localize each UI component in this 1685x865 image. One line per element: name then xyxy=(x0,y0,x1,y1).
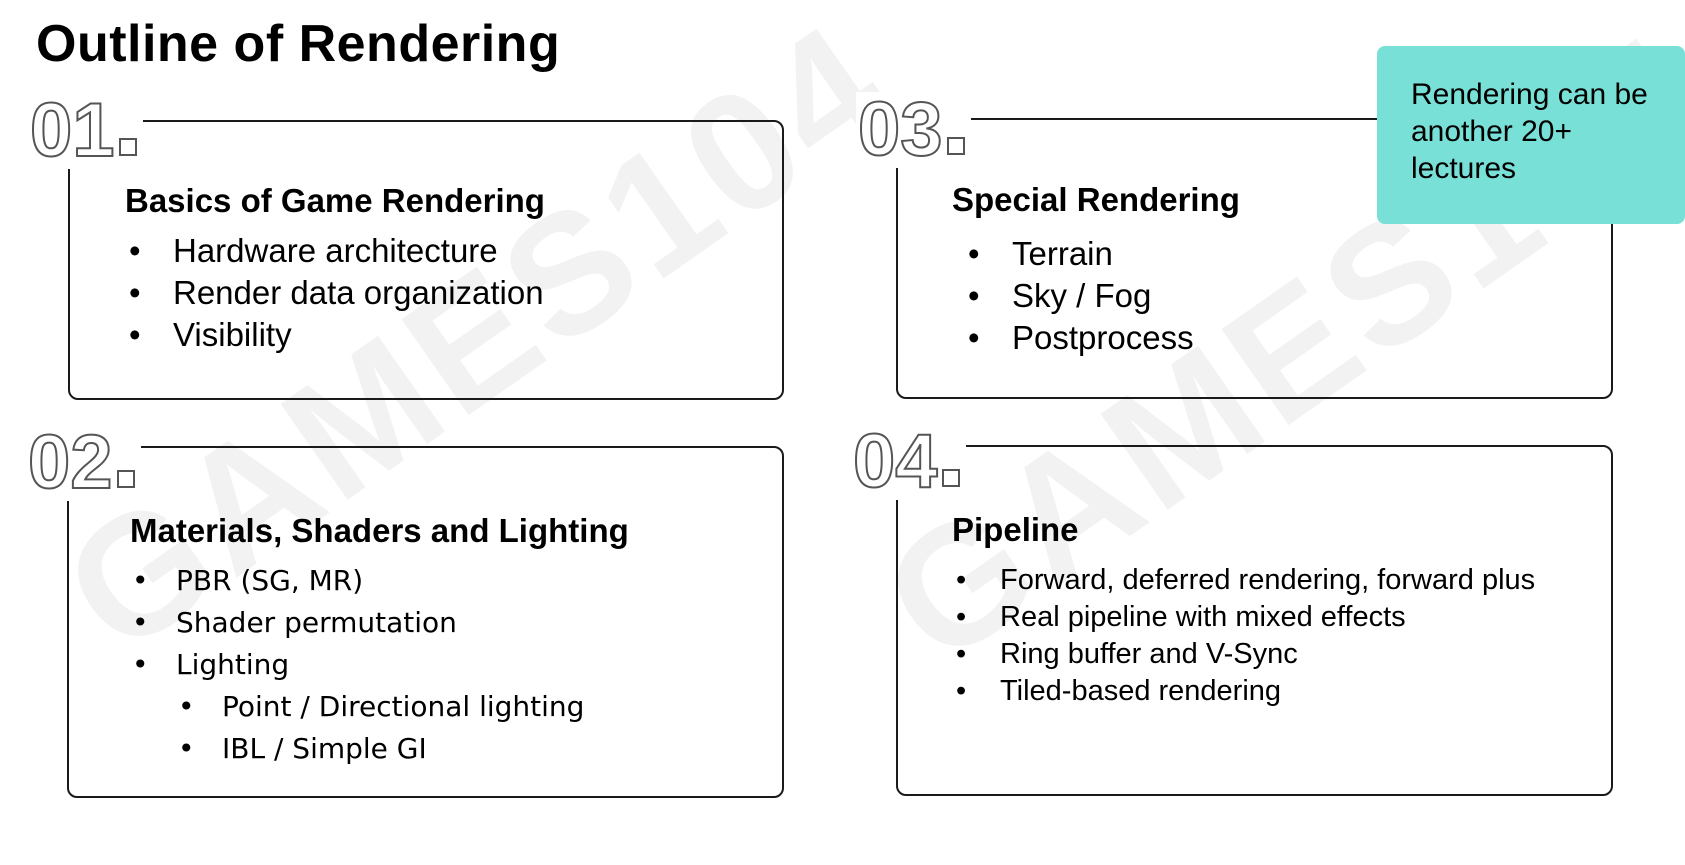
section-02-number: 02 xyxy=(26,424,141,502)
section-02-title: Materials, Shaders and Lighting xyxy=(130,512,629,549)
list-item: Visibility xyxy=(125,314,544,356)
square-icon xyxy=(118,138,137,156)
section-number-label: 03 xyxy=(857,87,944,172)
section-04-list: Forward, deferred rendering, forward plu… xyxy=(952,562,1535,710)
list-item: Hardware architecture xyxy=(125,230,544,272)
section-04-title: Pipeline xyxy=(952,511,1079,548)
list-item: Shader permutation xyxy=(128,602,584,644)
section-01-list: Hardware architecture Render data organi… xyxy=(125,230,544,356)
section-04-number: 04 xyxy=(851,423,966,501)
sub-list-item: Point / Directional lighting xyxy=(128,686,584,728)
section-03-list: Terrain Sky / Fog Postprocess xyxy=(964,233,1194,359)
sub-list-item: IBL / Simple GI xyxy=(128,728,584,770)
section-number-label: 01 xyxy=(29,88,116,173)
list-item: Forward, deferred rendering, forward plu… xyxy=(952,562,1535,599)
list-item: Lighting xyxy=(128,644,584,686)
list-item: PBR (SG, MR) xyxy=(128,560,584,602)
slide-title: Outline of Rendering xyxy=(36,15,561,73)
square-icon xyxy=(116,470,135,488)
list-item: Terrain xyxy=(964,233,1194,275)
section-number-label: 04 xyxy=(852,419,939,504)
square-icon xyxy=(941,469,960,487)
list-item: Real pipeline with mixed effects xyxy=(952,599,1535,636)
section-03-title: Special Rendering xyxy=(952,181,1240,218)
callout-note: Rendering can be another 20+ lectures xyxy=(1377,46,1685,224)
section-01-number: 01 xyxy=(28,92,143,170)
section-02-box xyxy=(67,446,784,798)
list-item: Render data organization xyxy=(125,272,544,314)
section-01-title: Basics of Game Rendering xyxy=(125,182,545,219)
list-item: Ring buffer and V-Sync xyxy=(952,636,1535,673)
section-02-list: PBR (SG, MR) Shader permutation Lighting… xyxy=(128,560,584,770)
square-icon xyxy=(946,137,965,155)
list-item: Tiled-based rendering xyxy=(952,673,1535,710)
section-04-box xyxy=(896,445,1613,796)
section-01-box xyxy=(68,120,784,400)
section-03-box xyxy=(896,118,1613,399)
section-number-label: 02 xyxy=(27,420,114,505)
section-03-number: 03 xyxy=(856,91,971,169)
list-item: Postprocess xyxy=(964,317,1194,359)
list-item: Sky / Fog xyxy=(964,275,1194,317)
